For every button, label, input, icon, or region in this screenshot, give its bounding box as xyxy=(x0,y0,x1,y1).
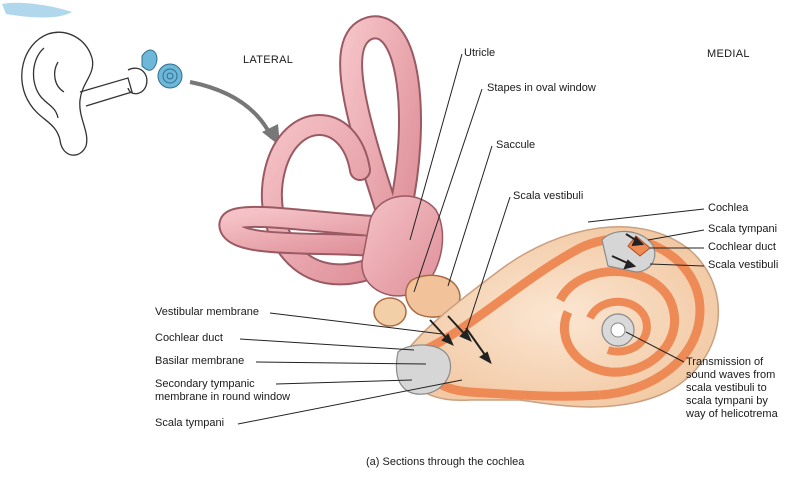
flow-arrows xyxy=(429,233,645,365)
semicircular-canals xyxy=(218,15,422,286)
figure-caption: (a) Sections through the cochlea xyxy=(366,456,525,468)
zoom-arrow xyxy=(189,80,274,139)
ear-inner-sketch xyxy=(141,49,183,89)
utricle-label: Utricle xyxy=(464,47,496,59)
scala-vestibuli-right-label: Scala vestibuli xyxy=(708,259,779,271)
cochlear-duct-left-label: Cochlear duct xyxy=(155,332,223,344)
leader-lines xyxy=(237,53,705,425)
cochlear-duct-right-label: Cochlear duct xyxy=(708,241,776,253)
medial-label: MEDIAL xyxy=(707,48,750,60)
saccule-label: Saccule xyxy=(496,139,536,151)
cochlea-spiral xyxy=(395,226,720,408)
lateral-label: LATERAL xyxy=(243,54,294,66)
cochlea-label: Cochlea xyxy=(708,202,749,214)
corner-smudge xyxy=(2,2,72,18)
zoom-arrowhead xyxy=(262,124,280,146)
vestibular-membrane-label: Vestibular membrane xyxy=(155,306,259,318)
vestibule xyxy=(361,195,444,297)
basilar-membrane-label: Basilar membrane xyxy=(155,355,245,367)
scala-tympani-left-label: Scala tympani xyxy=(155,417,225,429)
stapes-footplate xyxy=(373,297,407,327)
stapes-label: Stapes in oval window xyxy=(487,82,596,94)
secondary-tympanic-label: Secondary tympanic membrane in round win… xyxy=(155,378,291,403)
transmission-label: Transmission of sound waves from scala v… xyxy=(686,356,778,420)
scala-vestibuli-top-label: Scala vestibuli xyxy=(513,190,584,202)
outer-ear-sketch xyxy=(21,31,148,156)
scala-tympani-right-label: Scala tympani xyxy=(708,223,778,235)
